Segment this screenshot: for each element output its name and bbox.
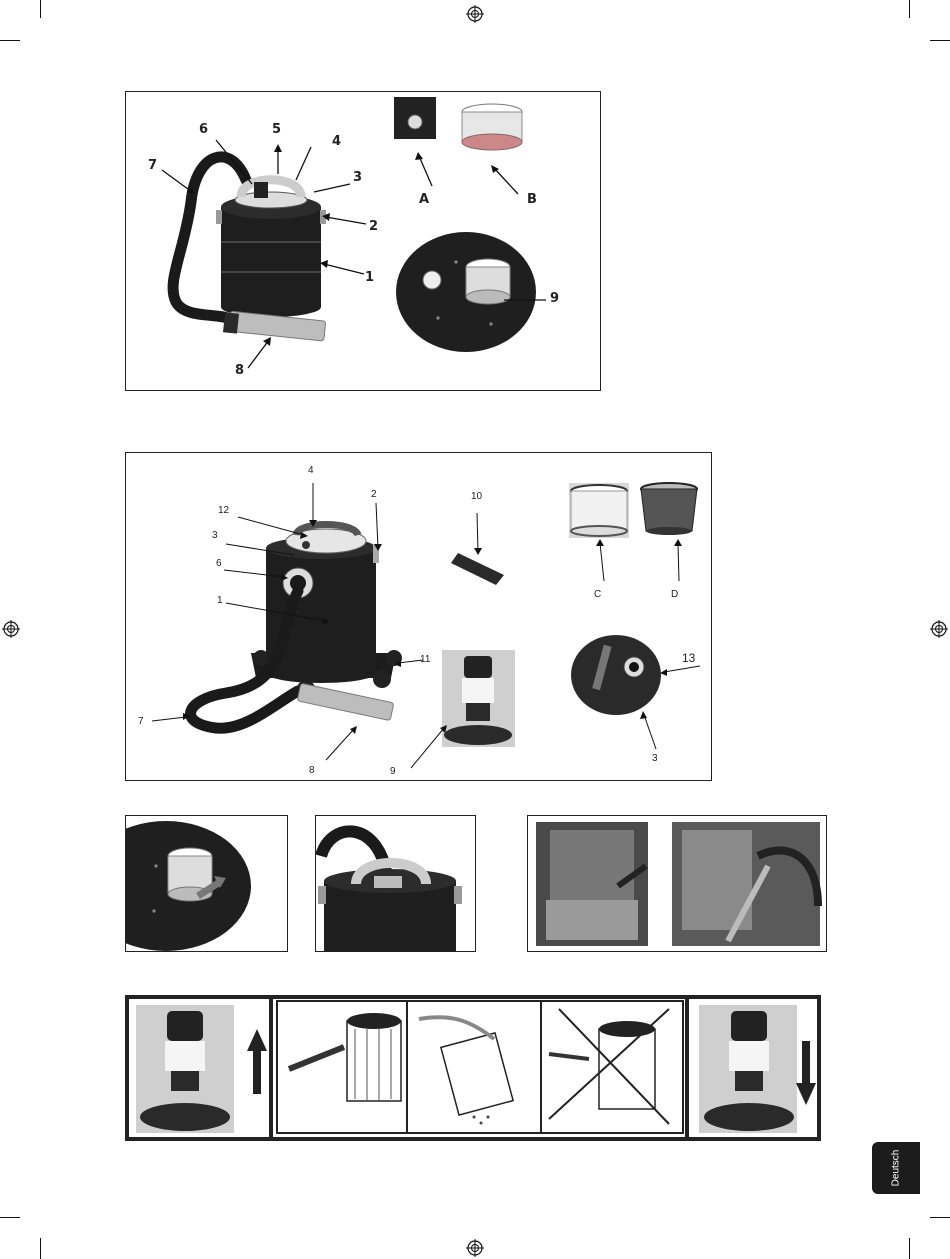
crop-mark	[930, 40, 950, 41]
registration-mark-icon	[2, 620, 20, 638]
lid-assembly-illustration	[316, 816, 475, 951]
label-3: 3	[212, 530, 218, 541]
label-D: D	[671, 589, 678, 600]
label-8: 8	[235, 363, 244, 378]
label-A: A	[419, 192, 429, 207]
figure-4-strip	[125, 995, 821, 1141]
crop-mark	[930, 1217, 950, 1218]
label-4: 4	[332, 134, 341, 149]
crop-mark	[0, 1217, 20, 1218]
registration-mark-icon	[466, 5, 484, 23]
crop-mark	[909, 0, 910, 18]
ash-vacuum-illustration	[126, 92, 600, 390]
label-B: B	[527, 192, 537, 207]
label-9: 9	[550, 291, 559, 306]
label-3: 3	[652, 753, 658, 764]
label-9: 9	[390, 766, 396, 777]
registration-mark-icon	[930, 620, 948, 638]
crop-mark	[40, 0, 41, 18]
figure-3c-panel	[527, 815, 827, 952]
label-11: 11	[420, 654, 430, 665]
label-8: 8	[309, 765, 315, 776]
language-tab: Deutsch	[872, 1142, 920, 1194]
label-13: 13	[682, 651, 695, 665]
filter-removal-illustration	[126, 816, 287, 951]
language-tab-label: Deutsch	[891, 1150, 902, 1187]
label-1: 1	[365, 270, 374, 285]
label-12: 12	[218, 505, 229, 516]
label-5: 5	[272, 122, 281, 137]
label-C: C	[594, 589, 601, 600]
fireplace-cleaning-photos	[528, 816, 826, 951]
label-6: 6	[216, 558, 222, 569]
figure-1-panel: 6 5 4 3 7 2 1 8 A B 9	[125, 91, 601, 391]
crop-mark	[40, 1238, 41, 1259]
crop-mark	[0, 40, 20, 41]
filter-cleaning-steps-illustration	[129, 999, 817, 1137]
figure-3a-panel	[125, 815, 288, 952]
label-7: 7	[148, 158, 157, 173]
label-2: 2	[371, 489, 377, 500]
label-6: 6	[199, 122, 208, 137]
label-2: 2	[369, 219, 378, 234]
label-4: 4	[308, 465, 314, 476]
label-3: 3	[353, 170, 362, 185]
figure-3b-panel	[315, 815, 476, 952]
crop-mark	[909, 1238, 910, 1259]
figure-2-panel: 4 2 10 12 3 6 1 C D 11 13 7 3 8 9	[125, 452, 712, 781]
label-10: 10	[471, 491, 482, 502]
label-7: 7	[138, 716, 144, 727]
label-1: 1	[217, 595, 223, 606]
registration-mark-icon	[466, 1239, 484, 1257]
ash-vacuum-wheels-illustration	[126, 453, 711, 780]
